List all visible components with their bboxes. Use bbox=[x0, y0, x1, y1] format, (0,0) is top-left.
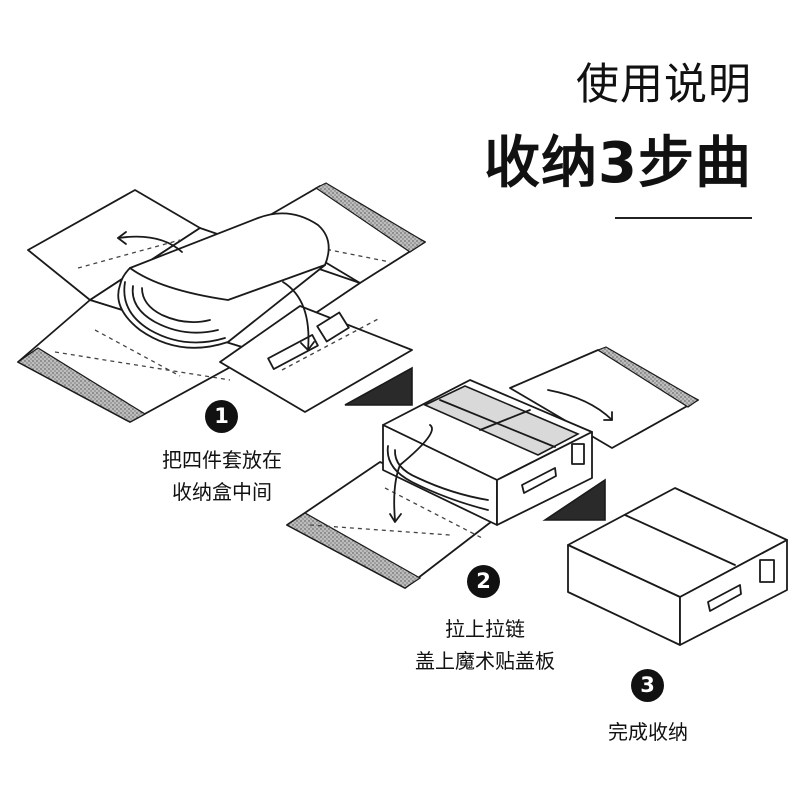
instruction-subtitle: 使用说明 bbox=[576, 60, 752, 110]
instruction-title: 收纳3步曲 bbox=[484, 131, 752, 196]
step3-finished-box bbox=[567, 487, 788, 646]
step-3-caption: 完成收纳 bbox=[568, 716, 728, 748]
step-3-line-1: 完成收纳 bbox=[608, 720, 688, 744]
step-2-line-2: 盖上魔术贴盖板 bbox=[415, 649, 555, 673]
step-3-badge: 3 bbox=[631, 669, 664, 702]
step-1-line-2: 收纳盒中间 bbox=[172, 480, 272, 504]
step-2-line-1: 拉上拉链 bbox=[445, 617, 525, 641]
step1-open-organizer bbox=[16, 182, 427, 423]
step-1-badge: 1 bbox=[205, 400, 238, 433]
title-divider bbox=[615, 217, 752, 219]
step2-zipped-box bbox=[285, 346, 700, 589]
step-1-line-1: 把四件套放在 bbox=[162, 448, 282, 472]
step-2-caption: 拉上拉链 盖上魔术贴盖板 bbox=[395, 613, 575, 677]
step-1-caption: 把四件套放在 收纳盒中间 bbox=[132, 444, 312, 508]
step-2-badge: 2 bbox=[467, 565, 500, 598]
